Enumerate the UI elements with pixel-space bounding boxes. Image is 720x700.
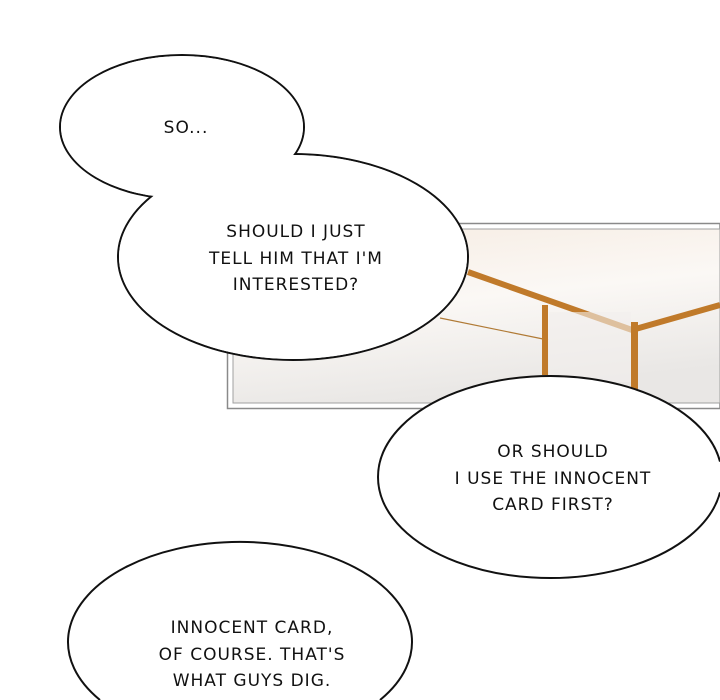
speech-bubble-3: OR SHOULD I USE THE INNOCENT CARD FIRST?	[455, 439, 652, 519]
bubble-line: OR SHOULD	[497, 442, 609, 462]
bubble-line: SO...	[163, 118, 209, 138]
speech-bubble-4: INNOCENT CARD, OF COURSE. THAT'S WHAT GU…	[159, 615, 346, 695]
bubble-line: WHAT GUYS DIG.	[172, 671, 332, 691]
bubble-line: I USE THE INNOCENT	[454, 468, 652, 489]
speech-bubble-1: SO...	[164, 115, 209, 142]
bubble-line: INNOCENT CARD,	[170, 618, 334, 638]
bubble-line: CARD FIRST?	[492, 495, 614, 515]
speech-bubble-3-shape	[377, 375, 720, 579]
speech-bubble-4-shape	[67, 540, 413, 700]
bubble-line: TELL HIM THAT I'M	[209, 248, 383, 269]
bubble-line: INTERESTED?	[232, 275, 360, 295]
bubble-line: OF COURSE. THAT'S	[158, 644, 346, 665]
bubble-line: SHOULD I JUST	[226, 222, 366, 242]
speech-bubble-2: SHOULD I JUST TELL HIM THAT I'M INTEREST…	[209, 219, 383, 299]
